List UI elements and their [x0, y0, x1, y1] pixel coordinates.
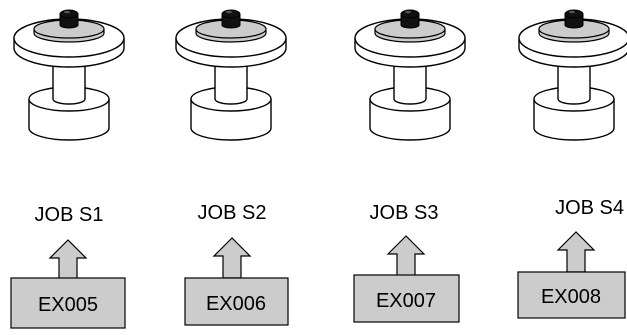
job-column-1: JOB S1 EX005	[10, 9, 126, 329]
code-box	[353, 274, 460, 323]
job-label: JOB S2	[198, 202, 267, 224]
spindle-holder-icon	[354, 9, 466, 141]
code-box	[10, 277, 126, 329]
job-label: JOB S1	[35, 204, 104, 226]
up-arrow-icon	[49, 239, 87, 281]
up-arrow-icon	[387, 235, 425, 277]
spindle-holder-icon	[13, 9, 125, 141]
code-box	[184, 277, 289, 326]
up-arrow-icon	[557, 231, 595, 273]
code-box	[517, 271, 626, 319]
spindle-holder-icon	[175, 9, 287, 141]
code-label: EX005	[38, 294, 98, 316]
spindle-holder-icon	[518, 9, 627, 141]
code-label: EX007	[376, 290, 436, 312]
job-column-2: JOB S2 EX006	[175, 9, 289, 326]
job-column-3: JOB S3 EX007	[353, 9, 466, 323]
code-label: EX006	[206, 293, 266, 315]
code-label: EX008	[541, 286, 601, 308]
job-label: JOB S3	[370, 202, 439, 224]
job-label: JOB S4	[555, 197, 624, 219]
job-column-4: JOB S4 EX008	[517, 9, 627, 319]
up-arrow-icon	[213, 237, 251, 279]
